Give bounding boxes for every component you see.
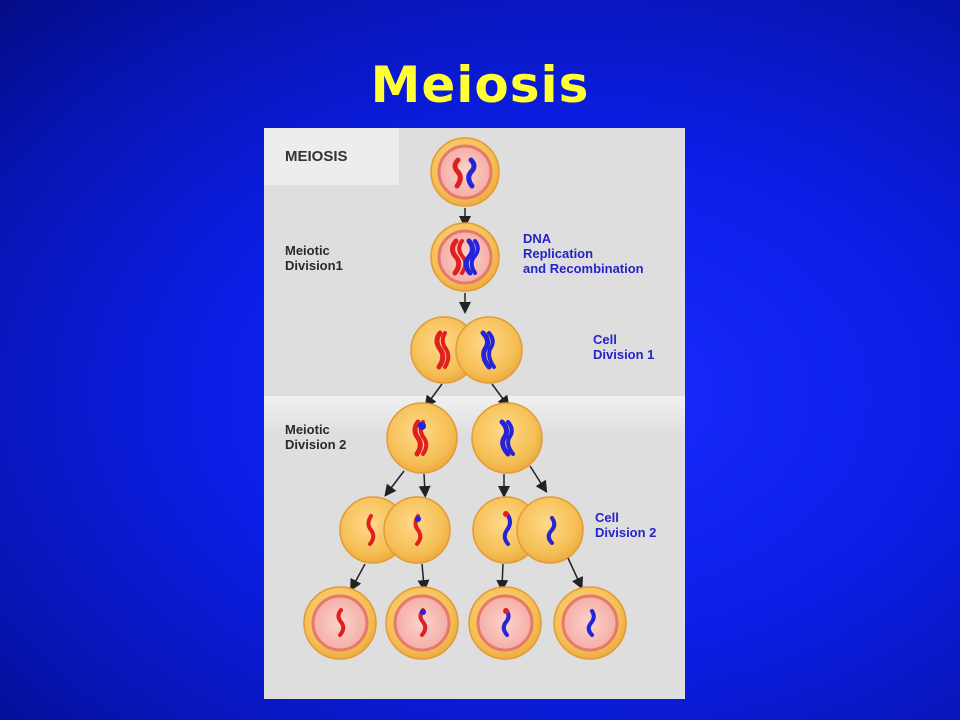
dividing-cell-1 [410, 316, 523, 384]
replicated-cell [430, 222, 500, 292]
diagram-title: MEIOSIS [285, 148, 348, 165]
step-label-cell-division-1: Cell Division 1 [593, 332, 655, 362]
parent-cell [430, 137, 500, 207]
gamete-4 [553, 586, 627, 660]
step-label-cell-division-2: Cell Division 2 [595, 510, 657, 540]
dividing-cell-2-left [339, 496, 451, 564]
stage-label-meiotic-division-2: Meiotic Division 2 [285, 422, 347, 452]
gamete-1 [303, 586, 377, 660]
daughter-cell-right [471, 402, 543, 474]
daughter-cell-left [386, 402, 458, 474]
diagram-title-box: MEIOSIS [264, 128, 399, 185]
gamete-2 [385, 586, 459, 660]
slide-title: Meiosis [370, 56, 590, 114]
step-label-dna-replication: DNA Replication and Recombination [523, 231, 644, 276]
dividing-cell-2-right [472, 496, 584, 564]
stage-label-meiotic-division-1: Meiotic Division1 [285, 243, 343, 273]
meiosis-diagram: MEIOSIS Meiotic Division1 DNA Replicatio… [264, 128, 685, 699]
gamete-3 [468, 586, 542, 660]
meiosis-illustration [264, 137, 685, 660]
